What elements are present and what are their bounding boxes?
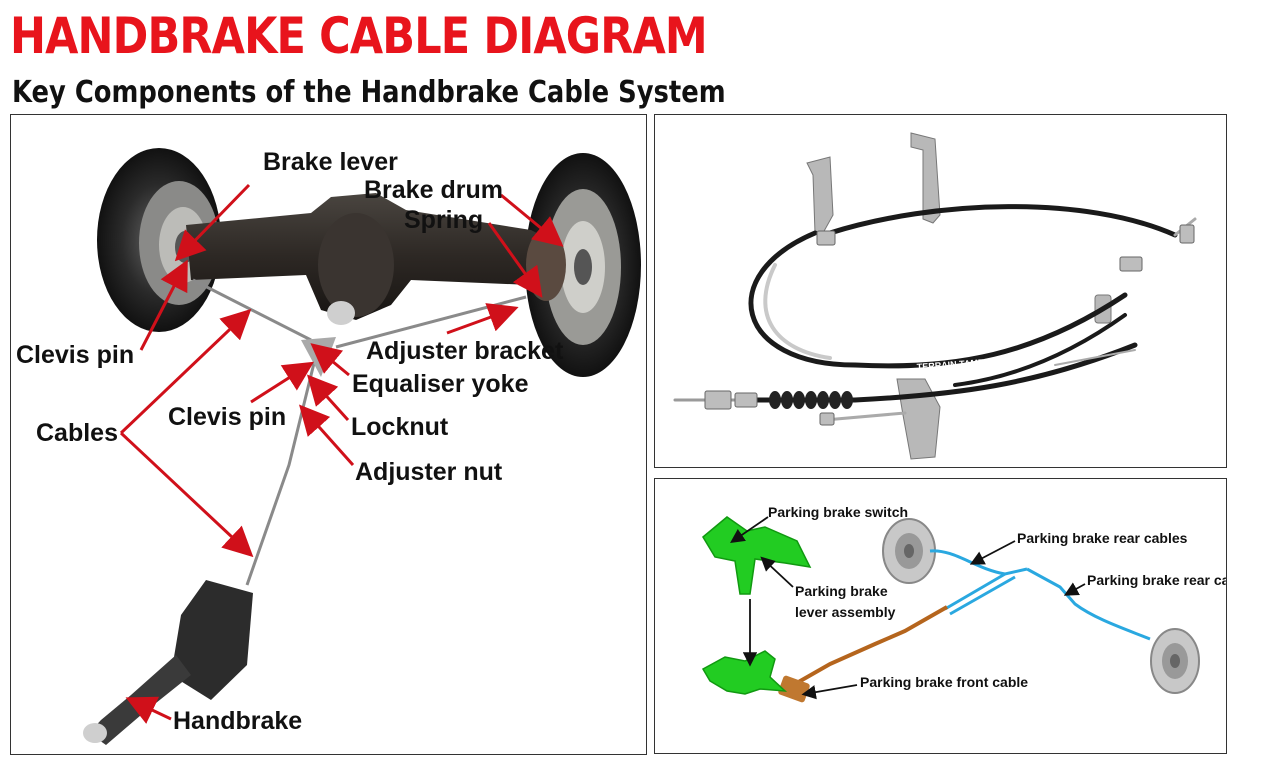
- label-rear-cables-2: Parking brake rear cables: [1087, 572, 1227, 588]
- label-clevis-pin-center: Clevis pin: [168, 403, 286, 431]
- rear-drum-right: [1151, 629, 1199, 693]
- cable-product-panel: TERRAIN TAMER TERRAIN TAMER: [654, 114, 1227, 468]
- rear-drum-left: [883, 519, 935, 583]
- page-title: HANDBRAKE CABLE DIAGRAM: [10, 6, 707, 66]
- corrugated-boot: [769, 391, 853, 409]
- label-adjuster-nut: Adjuster nut: [355, 458, 503, 486]
- label-equaliser-yoke: Equaliser yoke: [352, 370, 529, 398]
- cable-product-illustration: TERRAIN TAMER TERRAIN TAMER: [655, 115, 1227, 468]
- rear-cables: [930, 551, 1150, 639]
- mounting-brackets: [807, 133, 1111, 459]
- brand-text-1: TERRAIN TAMER: [916, 357, 991, 372]
- label-cables: Cables: [36, 419, 118, 447]
- label-lever-assembly-line1: Parking brake: [795, 583, 888, 599]
- label-handbrake: Handbrake: [173, 707, 302, 735]
- label-adjuster-bracket: Adjuster bracket: [366, 337, 564, 365]
- label-parking-brake-switch: Parking brake switch: [768, 504, 908, 520]
- brand-text-2: TERRAIN TAMER: [1083, 361, 1158, 389]
- label-clevis-pin-left: Clevis pin: [16, 341, 134, 369]
- lever-assembly-top: [703, 517, 810, 594]
- label-lever-assembly-line2: lever assembly: [795, 604, 896, 620]
- label-front-cable: Parking brake front cable: [860, 674, 1028, 690]
- lever-assembly-bottom: [703, 651, 785, 694]
- label-locknut: Locknut: [351, 413, 449, 441]
- label-spring: Spring: [404, 206, 483, 234]
- label-brake-drum: Brake drum: [364, 176, 503, 204]
- label-brake-lever: Brake lever: [263, 148, 398, 176]
- label-rear-cables-1: Parking brake rear cables: [1017, 530, 1188, 546]
- cable-assembly: [675, 207, 1195, 420]
- page-subtitle: Key Components of the Handbrake Cable Sy…: [12, 74, 726, 112]
- parking-brake-system-panel: Parking brake switch Parking brake lever…: [654, 478, 1227, 754]
- equaliser-yoke-shape: [301, 337, 336, 377]
- axle-diagram-panel: Brake lever Brake drum Spring Clevis pin…: [10, 114, 647, 755]
- parking-brake-illustration: Parking brake switch Parking brake lever…: [655, 479, 1227, 754]
- axle-illustration: Brake lever Brake drum Spring Clevis pin…: [11, 115, 647, 755]
